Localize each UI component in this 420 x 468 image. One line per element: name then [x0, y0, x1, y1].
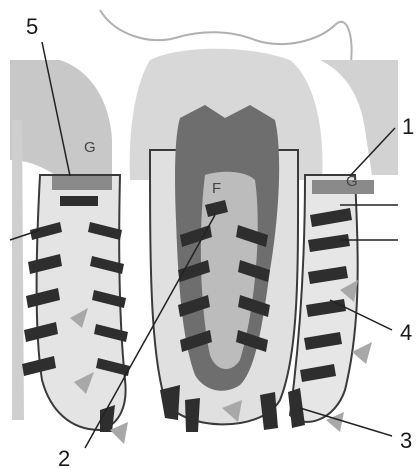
gingival-band-right [312, 180, 374, 194]
gingival-band-left [52, 176, 112, 190]
label-4: 4 [400, 320, 412, 345]
label-f: F [212, 180, 221, 197]
label-3: 3 [400, 428, 412, 453]
label-2: 2 [58, 446, 70, 468]
label-g-right: G [346, 173, 358, 190]
label-1: 1 [402, 114, 414, 139]
label-g-left: G [84, 139, 96, 156]
label-5: 5 [26, 14, 38, 39]
neighbor-root-left [12, 120, 24, 420]
